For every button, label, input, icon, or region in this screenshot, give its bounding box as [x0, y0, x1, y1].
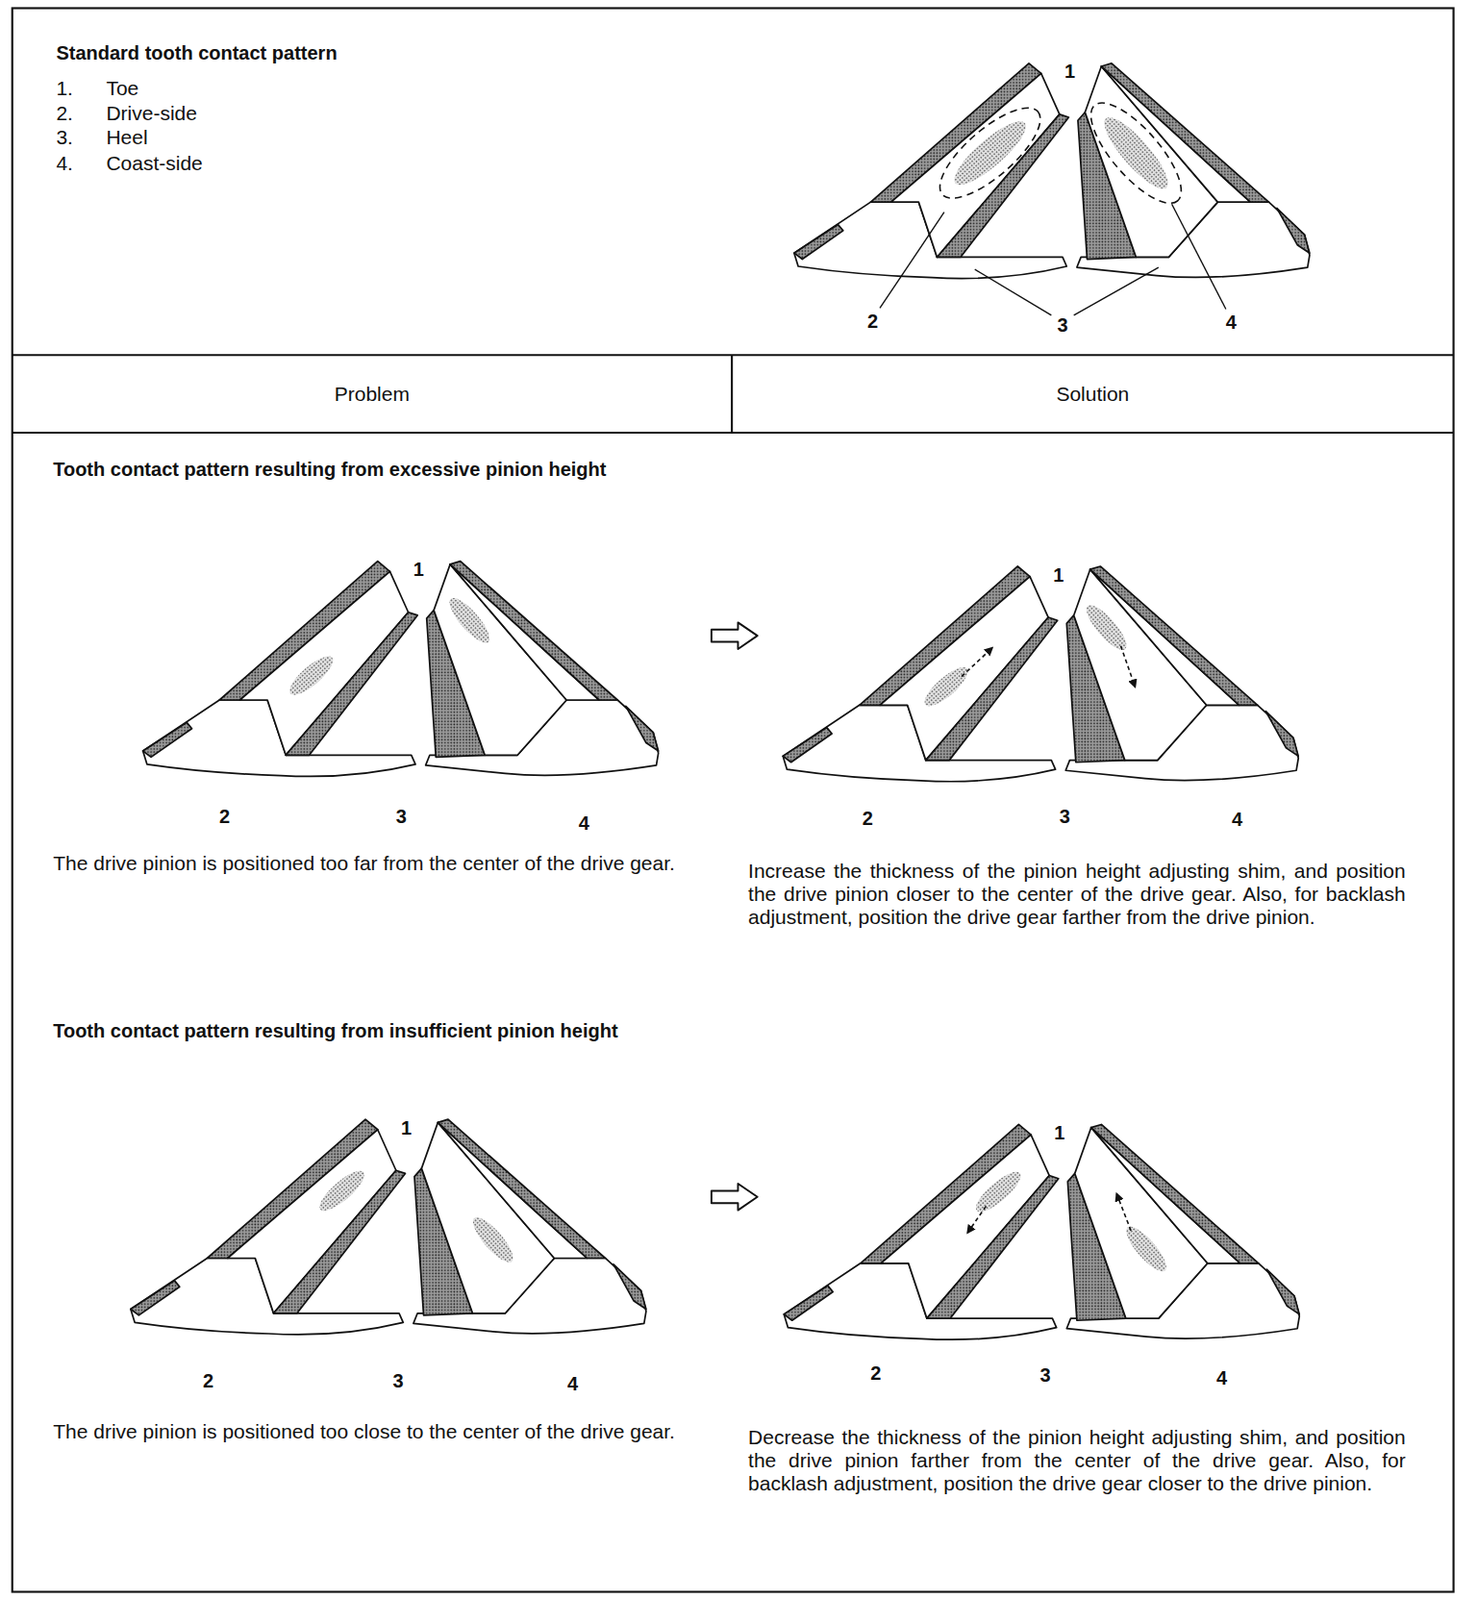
table-rule: [730, 354, 733, 433]
callout-number: 4: [1226, 310, 1237, 334]
shift-arrow: [961, 648, 993, 677]
callout-number: 2: [867, 309, 878, 333]
solution-figure: [783, 1124, 1300, 1340]
callout-number: 4: [567, 1372, 578, 1396]
callout-number: 1: [400, 1116, 412, 1140]
contact-patch: [919, 661, 974, 712]
leader-line: [975, 269, 1052, 316]
standard-figure: [794, 63, 1310, 279]
hollow-arrow: [711, 1183, 758, 1211]
contact-outline: [926, 94, 1053, 213]
legend-entry: Coast-side: [105, 151, 202, 176]
description-text: The drive pinion is positioned too far f…: [52, 851, 710, 876]
callout-number: 3: [396, 804, 407, 828]
callout-number: 2: [862, 806, 874, 830]
solution-figure: [782, 566, 1299, 782]
callout-number: 3: [1039, 1363, 1051, 1387]
legend-entry: 2.: [55, 101, 74, 126]
panel-title: Standard tooth contact pattern: [55, 41, 337, 65]
contact-patch: [1080, 600, 1132, 655]
callout-number: 4: [1216, 1366, 1227, 1390]
legend-entry: Toe: [105, 76, 139, 101]
problem-figure: [130, 1119, 647, 1335]
legend-entry: 3.: [55, 125, 74, 150]
contact-patch: [467, 1212, 519, 1268]
header-cell: Solution: [731, 354, 1453, 433]
callout-number: 2: [202, 1369, 214, 1393]
description-text: Decrease the thickness of the pinion hei…: [748, 1426, 1406, 1496]
shift-arrow: [1116, 1194, 1131, 1231]
legend-entry: Drive-side: [105, 101, 198, 126]
leader-line: [879, 212, 945, 309]
table-frame: [12, 7, 1454, 1592]
legend-entry: 4.: [55, 151, 74, 176]
header-cell: Problem: [12, 354, 732, 433]
shift-arrow: [967, 1205, 986, 1233]
callout-number: 2: [870, 1361, 881, 1385]
callout-number: 1: [1052, 563, 1064, 587]
gear-teeth: [783, 1124, 1300, 1340]
description-text: Increase the thickness of the pinion hei…: [748, 859, 1406, 929]
hollow-arrow: [711, 622, 758, 650]
problem-figure: [143, 561, 659, 777]
contact-patch: [314, 1165, 370, 1217]
header-text: Problem: [334, 382, 410, 406]
leader-line: [1172, 203, 1227, 309]
gear-teeth: [143, 561, 659, 777]
legend-entry: Heel: [105, 125, 148, 150]
contact-patch: [284, 650, 339, 701]
contact-patch: [444, 593, 496, 649]
leader-line: [1074, 267, 1159, 316]
callout-number: 3: [392, 1369, 403, 1393]
gear-teeth: [782, 566, 1299, 782]
gear-teeth: [794, 63, 1310, 279]
callout-number: 4: [1231, 807, 1243, 831]
contact-outline: [1076, 90, 1196, 217]
header-text: Solution: [1055, 382, 1129, 406]
gear-teeth: [130, 1119, 647, 1335]
callout-number: 3: [1056, 313, 1068, 337]
section-heading: Tooth contact pattern resulting from ins…: [52, 1019, 618, 1043]
description-text: The drive pinion is positioned too close…: [52, 1420, 710, 1444]
section-heading: Tooth contact pattern resulting from exc…: [52, 457, 606, 481]
legend-entry: 1.: [55, 76, 74, 101]
contact-patch: [1120, 1221, 1172, 1277]
callout-number: 1: [1053, 1121, 1065, 1145]
callout-number: 4: [578, 811, 590, 835]
callout-number: 3: [1059, 804, 1071, 828]
contact-patch: [1096, 109, 1177, 197]
shift-arrow: [1121, 646, 1136, 687]
callout-number: 1: [1064, 59, 1076, 83]
contact-patch: [970, 1166, 1026, 1218]
callout-number: 1: [413, 557, 425, 581]
callout-number: 2: [219, 804, 230, 828]
contact-patch: [947, 112, 1034, 193]
